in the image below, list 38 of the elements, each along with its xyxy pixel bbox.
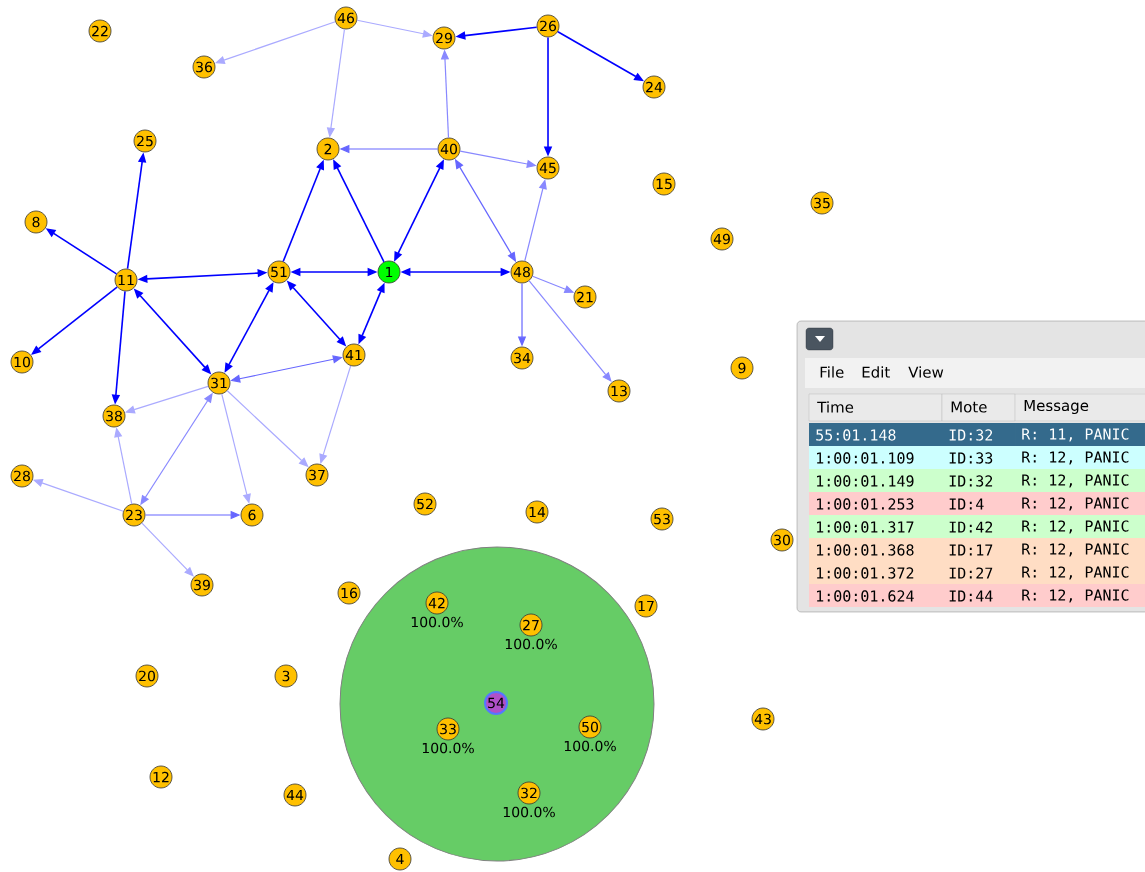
table-cell: ID:32 [942,423,1015,446]
table-cell: R: 12, PANIC [1015,515,1145,538]
table-cell: 1:00:01.253 [809,492,942,515]
table-cell: 1:00:01.317 [809,515,942,538]
table-cell: ID:42 [942,515,1015,538]
table-cell: R: 12, PANIC [1015,492,1145,515]
table-cell: R: 12, PANIC [1015,561,1145,584]
table-cell: 1:00:01.368 [809,538,942,561]
menu-item: View [908,366,944,378]
percentage-label: 100.0% [411,616,463,628]
table-cell: R: 12, PANIC [1015,538,1145,561]
column-header: Time [808,393,943,422]
range-circle [339,546,655,862]
table-cell: ID:33 [942,446,1015,469]
arrow [31,286,118,355]
column-header: Mote [941,393,1016,422]
table-cell: ID:17 [942,538,1015,561]
table-cell: 1:00:01.624 [809,584,942,607]
table-cell: R: 11, PANIC [1015,423,1145,446]
table-cell: ID:44 [942,584,1015,607]
table-cell: ID:32 [942,469,1015,492]
table-cell: ID:27 [942,561,1015,584]
percentage-label: 100.0% [564,740,616,752]
percentage-label: 100.0% [503,806,555,818]
menu-item: File [820,366,844,378]
table-cell: 1:00:01.149 [809,469,942,492]
menu-item: Edit [862,366,890,378]
percentage-label: 100.0% [505,638,557,650]
percentage-label: 100.0% [422,742,474,754]
table-cell: 1:00:01.109 [809,446,942,469]
table-cell: R: 12, PANIC [1015,446,1145,469]
table-cell: 1:00:01.372 [809,561,942,584]
column-header: Message [1014,393,1145,422]
table-cell: R: 12, PANIC [1015,469,1145,492]
arrow [557,30,644,82]
table-cell: 55:01.148 [809,423,942,446]
table-cell: ID:4 [942,492,1015,515]
table-cell: R: 12, PANIC [1015,584,1145,607]
